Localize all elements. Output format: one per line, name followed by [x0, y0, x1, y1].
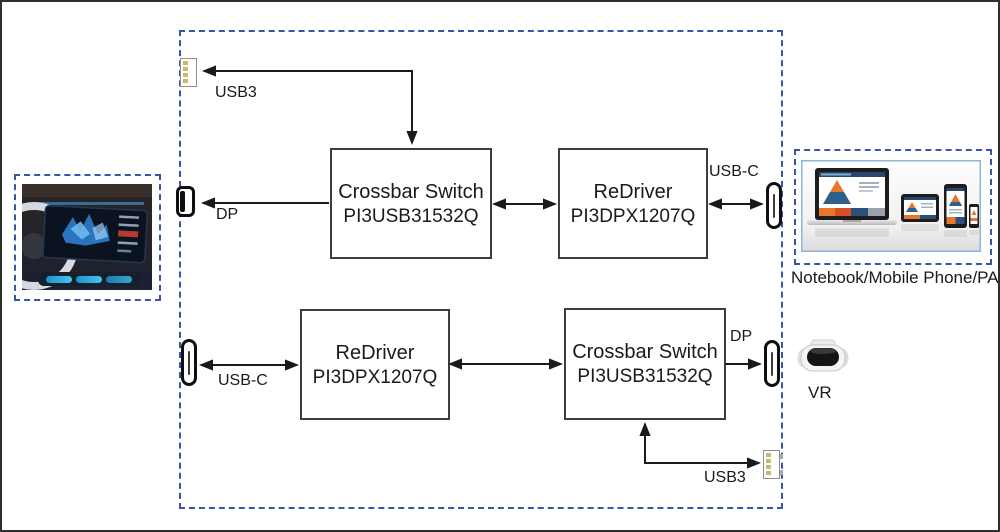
- car-dashboard-image: [22, 184, 152, 290]
- dp-bottom-right-label: DP: [730, 328, 753, 345]
- block-crossbar-switch-bottom: Crossbar Switch PI3USB31532Q: [564, 308, 726, 420]
- usbc-bottom-left-label: USB-C: [218, 372, 268, 389]
- block-part-number: PI3USB31532Q: [343, 205, 479, 227]
- devices-caption: Notebook/Mobile Phone/PAD: [791, 268, 1000, 287]
- block-redriver-bottom: ReDriver PI3DPX1207Q: [300, 309, 450, 420]
- dp-top-label: DP: [216, 206, 239, 223]
- usbc-top-right-label: USB-C: [709, 163, 759, 180]
- block-crossbar-switch-top: Crossbar Switch PI3USB31532Q: [330, 148, 492, 259]
- vr-headset-icon: [797, 339, 849, 372]
- devices-image: [801, 160, 981, 252]
- usb3-bottom-label: USB3: [704, 469, 746, 486]
- block-part-number: PI3DPX1207Q: [312, 366, 438, 388]
- block-part-number: PI3USB31532Q: [577, 366, 713, 387]
- devices-dashed-region: [794, 149, 992, 265]
- arrow-crossbar-top-to-usb3: [202, 65, 418, 145]
- block-redriver-top: ReDriver PI3DPX1207Q: [558, 148, 708, 259]
- block-title: ReDriver: [593, 180, 673, 203]
- car-dashed-region: [14, 174, 161, 301]
- usb3-connector-icon-top: [180, 58, 197, 87]
- block-title: Crossbar Switch: [572, 341, 718, 363]
- block-part-number: PI3DPX1207Q: [570, 205, 696, 227]
- block-title: Crossbar Switch: [338, 180, 484, 203]
- vr-caption: VR: [808, 383, 832, 402]
- dp-connector-icon: [176, 186, 195, 217]
- usbc-connector-icon-top-right: [766, 182, 782, 229]
- usb3-connector-icon-bottom: [763, 450, 783, 479]
- block-title: ReDriver: [335, 341, 415, 364]
- main-dashed-region: [179, 30, 783, 509]
- arrow-crossbar-bottom-to-usb3: [639, 422, 761, 469]
- usbc-connector-icon-bottom-left: [181, 339, 197, 386]
- usbc-connector-icon-bottom-right: [764, 340, 780, 387]
